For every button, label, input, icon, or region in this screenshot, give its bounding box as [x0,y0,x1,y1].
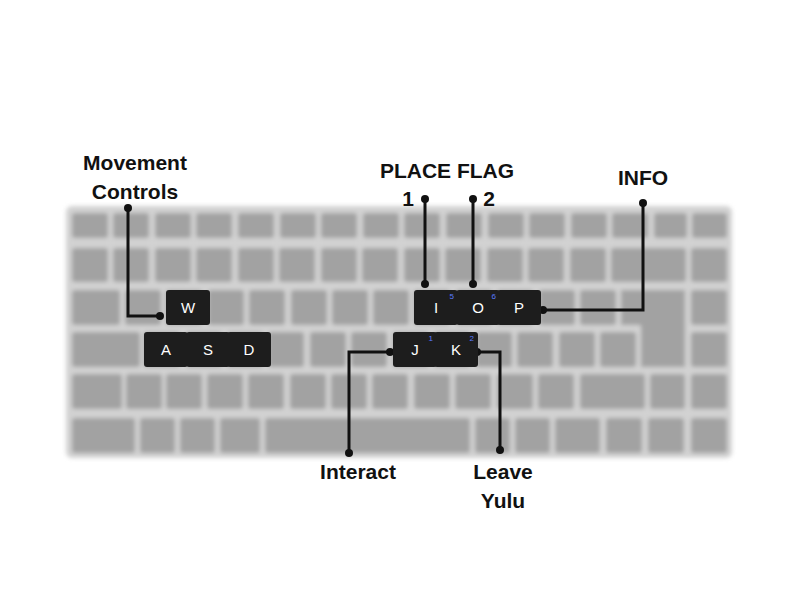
key-number: 1 [429,334,433,343]
blurred-keyboard [66,206,732,458]
key-number: 5 [450,292,454,301]
callout-label: Interact [320,457,396,486]
key-cap: P [497,290,541,325]
callout-label: Leave Yulu [458,457,548,515]
key-cap: W [166,290,210,325]
key-letter: P [497,290,541,325]
callout-label: INFO [618,163,668,192]
key-cap: S [186,332,230,367]
callout-label: 2 [483,184,495,213]
leader-dots [124,195,647,457]
key-cap: K2 [434,332,478,367]
key-cap: D [227,332,271,367]
key-cap: J1 [393,332,437,367]
key-letter: W [166,290,210,325]
callout-label: 1 [402,184,414,213]
key-cap: I5 [414,290,458,325]
callout-label: Movement Controls [60,148,210,206]
key-letter: S [186,332,230,367]
leader-lines [128,199,643,453]
key-cap: O6 [456,290,500,325]
callout-label: PLACE FLAG [380,156,514,185]
key-letter: A [144,332,188,367]
key-number: 2 [470,334,474,343]
key-number: 6 [492,292,496,301]
key-letter: D [227,332,271,367]
key-cap: A [144,332,188,367]
